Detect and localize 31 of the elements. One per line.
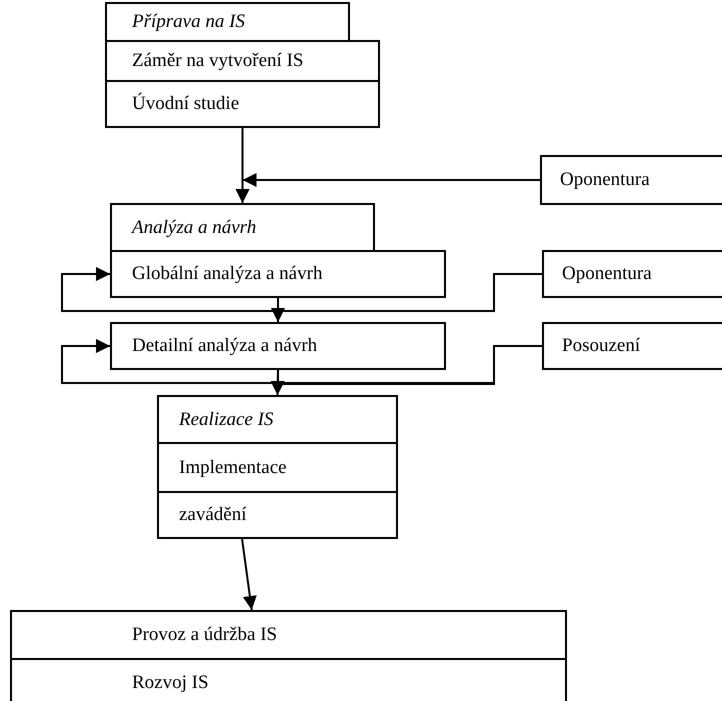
arrow — [236, 173, 540, 203]
step-label: Posouzení — [562, 335, 640, 357]
arrow — [241, 538, 257, 610]
step-label: Implementace — [179, 456, 287, 478]
step-label: zavádění — [179, 504, 247, 526]
review-box — [542, 322, 722, 370]
step-label: Záměr na vytvoření IS — [132, 50, 304, 72]
phase-box — [105, 2, 350, 42]
step-box — [157, 491, 398, 539]
step-box — [105, 80, 380, 128]
review-box — [542, 250, 722, 298]
step-box — [10, 658, 567, 701]
phase-box — [110, 203, 375, 252]
step-label: Příprava na IS — [132, 11, 245, 33]
step-box — [10, 610, 567, 660]
step-label: Oponentura — [560, 169, 650, 191]
step-box — [105, 40, 380, 82]
phase-box — [157, 395, 398, 444]
step-label: Rozvoj IS — [132, 672, 209, 694]
review-box — [540, 155, 722, 205]
step-label: Oponentura — [562, 263, 652, 285]
step-label: Analýza a návrh — [132, 216, 256, 238]
step-label: Globální analýza a návrh — [132, 263, 322, 285]
step-label: Úvodní studie — [132, 93, 240, 115]
arrow — [270, 345, 542, 395]
step-label: Realizace IS — [179, 408, 274, 430]
step-box — [110, 322, 446, 370]
step-box — [157, 442, 398, 493]
step-box — [110, 250, 446, 298]
step-label: Detailní analýza a návrh — [132, 335, 318, 357]
step-label: Provoz a údržba IS — [132, 624, 278, 646]
